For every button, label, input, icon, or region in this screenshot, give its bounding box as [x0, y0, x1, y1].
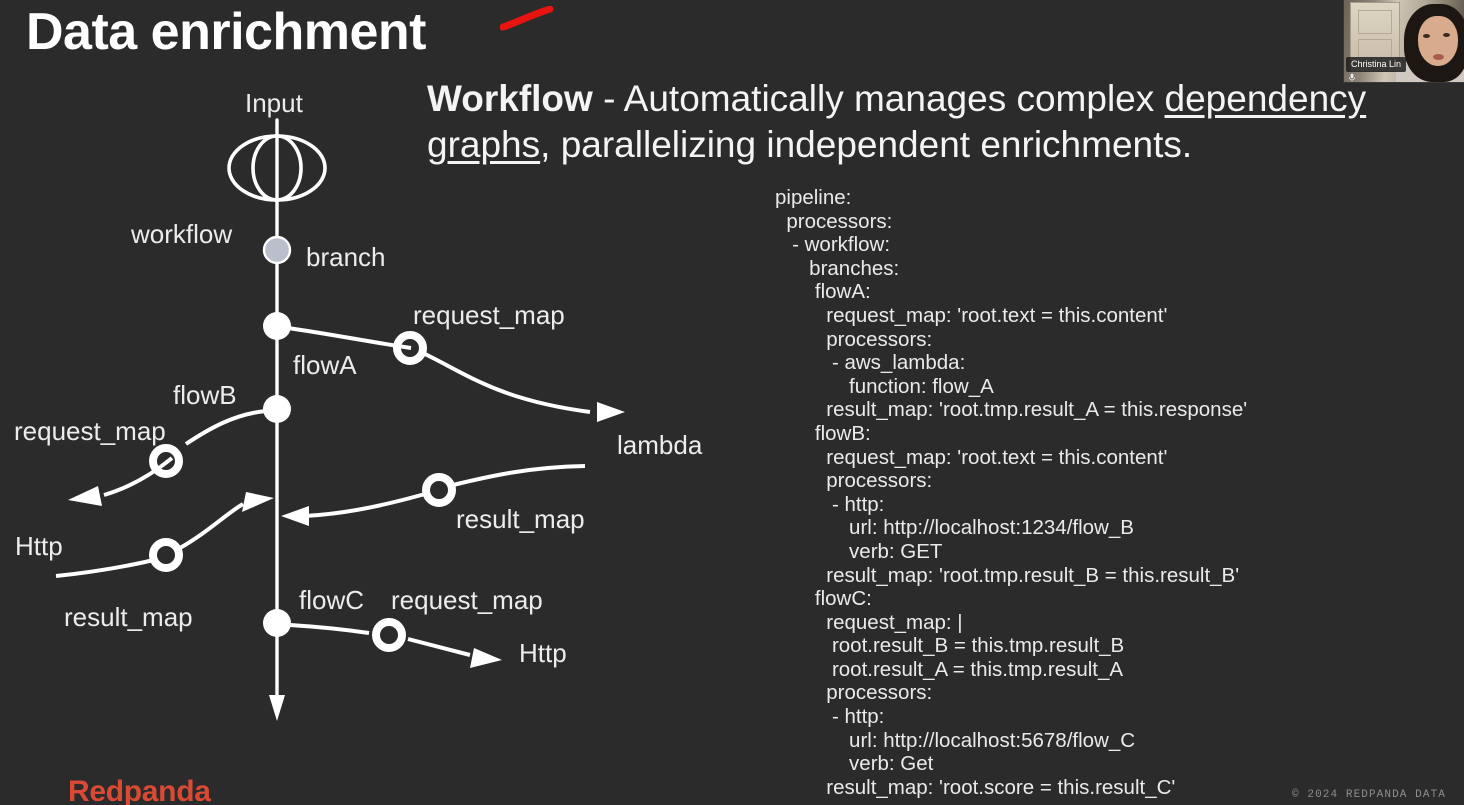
branch-node — [262, 235, 292, 265]
yaml-line: result_map: 'root.score = this.result_C' — [775, 775, 1176, 799]
yaml-line: url: http://localhost:1234/flow_B — [775, 516, 1134, 540]
yaml-line: processors: — [775, 327, 933, 351]
yaml-line: request_map: 'root.text = this.content' — [775, 303, 1168, 327]
redpanda-logo: Redpanda — [68, 775, 211, 805]
yaml-line: request_map: 'root.text = this.content' — [775, 445, 1168, 469]
diagram-label-flowa: flowA — [293, 350, 357, 380]
lambda-result-map-node — [422, 473, 456, 507]
headline-part-1: Automatically manages complex — [623, 78, 1165, 119]
headline-part-2: , parallelizing independent enrichments. — [540, 124, 1193, 165]
yaml-line: flowA: — [775, 280, 871, 304]
yaml-line: branches: — [775, 256, 900, 280]
yaml-line: - http: — [775, 492, 885, 516]
yaml-line: result_map: 'root.tmp.result_A = this.re… — [775, 398, 1248, 422]
diagram-label-lambda: lambda — [617, 430, 703, 460]
diagram-label-input: Input — [245, 88, 303, 118]
lambda-result-segment-1 — [452, 464, 586, 487]
yaml-line: - http: — [775, 705, 885, 729]
webcam-overlay[interactable]: Christina Lin — [1343, 0, 1464, 83]
headline-text: Workflow - Automatically manages complex… — [427, 76, 1437, 168]
diagram-label-flowc: flowC — [299, 585, 365, 615]
flowb-request-map-node — [149, 444, 183, 478]
flowb-result-map-node — [149, 538, 183, 572]
yaml-line: verb: GET — [775, 539, 943, 563]
flowb-result-arrow-to-spine — [242, 492, 274, 512]
flowb-result-segment-1 — [55, 558, 155, 578]
yaml-line: processors: — [775, 469, 933, 493]
diagram-label-branch: branch — [306, 242, 386, 272]
diagram-label-http-left: Http — [15, 531, 63, 561]
red-annotation-stroke — [500, 6, 554, 31]
yaml-line: verb: Get — [775, 752, 934, 776]
flowa-request-map-node — [393, 331, 427, 365]
yaml-line: root.result_B = this.tmp.result_B — [775, 634, 1125, 658]
diagram-label-flowb: flowB — [173, 380, 237, 410]
spine-arrow-end — [269, 695, 285, 721]
yaml-line: url: http://localhost:5678/flow_C — [775, 728, 1136, 752]
webcam-person-mouth — [1433, 54, 1444, 60]
flowa-out-segment-2 — [424, 352, 591, 414]
yaml-line: function: flow_A — [775, 374, 994, 398]
diagram-label-request-map-c: request_map — [391, 585, 543, 615]
yaml-line: flowC: — [775, 587, 872, 611]
yaml-line: root.result_A = this.tmp.result_A — [775, 657, 1124, 681]
lambda-result-segment-2 — [304, 492, 426, 518]
flowc-arrow-to-http — [470, 648, 502, 668]
lambda-result-arrow-to-spine — [281, 506, 309, 526]
headline-underlined-1: dependency — [1164, 78, 1367, 119]
flowb-arrow-to-http — [68, 486, 102, 506]
flowc-out-segment-1 — [289, 623, 370, 635]
microphone-icon — [1348, 73, 1356, 82]
flowb-out-segment-1 — [184, 409, 267, 446]
page-title: Data enrichment — [26, 3, 426, 61]
copyright-text: © 2024 REDPANDA DATA — [1291, 789, 1446, 801]
flowa-junction-node — [263, 312, 291, 340]
yaml-line: - aws_lambda: — [775, 351, 966, 375]
headline-separator: - — [592, 78, 624, 119]
yaml-line: result_map: 'root.tmp.result_B = this.re… — [775, 563, 1240, 587]
yaml-line: - workflow: — [775, 233, 891, 257]
webcam-person-eye-left — [1423, 34, 1430, 38]
headline-underlined-2: graphs — [427, 124, 541, 165]
diagram-label-http-right: Http — [519, 638, 567, 668]
flowa-out-segment-1 — [287, 326, 412, 350]
yaml-line: processors: — [775, 681, 933, 705]
yaml-line: pipeline: — [775, 186, 852, 209]
flowb-out-segment-2 — [103, 456, 174, 497]
workflow-diagram: Input workflow branch request_map flowA … — [0, 80, 740, 760]
diagram-label-request-map-a: request_map — [413, 300, 565, 330]
diagram-label-result-map-http: result_map — [64, 602, 193, 632]
diagram-label-result-map-lambda: result_map — [456, 504, 585, 534]
yaml-line: request_map: | — [775, 610, 963, 634]
diagram-label-request-map-b: request_map — [14, 416, 166, 446]
workflow-diagram-svg — [55, 118, 625, 721]
flowc-junction-node — [263, 609, 291, 637]
webcam-person-eye-right — [1443, 33, 1450, 37]
flowb-result-segment-2 — [179, 502, 245, 550]
headline-bold-lead: Workflow — [427, 78, 593, 119]
input-globe-icon — [227, 134, 327, 202]
diagram-label-workflow: workflow — [131, 219, 233, 249]
yaml-config-block: pipeline: processors: - workflow: branch… — [775, 186, 1247, 799]
yaml-line: flowB: — [775, 421, 871, 445]
flowc-request-map-node — [372, 618, 406, 652]
flowb-junction-node — [263, 395, 291, 423]
flowa-arrow-to-lambda — [597, 402, 625, 422]
flowc-out-segment-2 — [407, 637, 471, 657]
yaml-line: processors: — [775, 209, 893, 233]
webcam-participant-name: Christina Lin — [1346, 57, 1407, 72]
